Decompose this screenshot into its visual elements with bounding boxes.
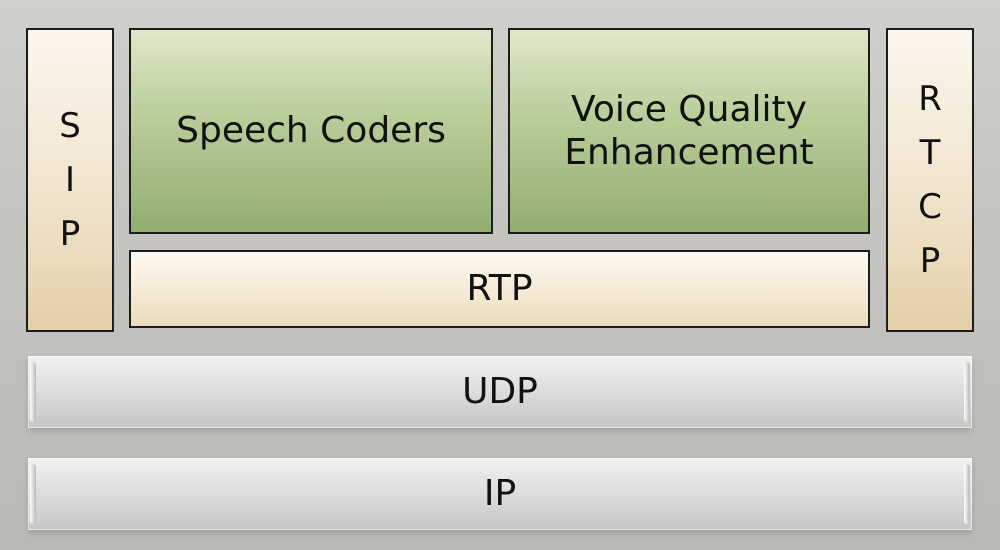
udp-bar: UDP	[28, 356, 972, 428]
rtcp-letter: T	[919, 133, 941, 173]
ip-right-cap	[964, 464, 970, 524]
udp-label: UDP	[462, 371, 538, 413]
speech-coders-block: Speech Coders	[129, 28, 493, 234]
ip-bar: IP	[28, 458, 972, 530]
voice-quality-line: Voice Quality	[571, 88, 807, 130]
rtcp-letter: C	[918, 187, 942, 227]
ip-label: IP	[483, 473, 517, 515]
sip-block: S I P	[26, 28, 114, 332]
rtcp-letter: R	[918, 79, 942, 119]
sip-label: S I P	[59, 99, 81, 261]
enhancement-line: Enhancement	[564, 132, 814, 173]
rtcp-block: R T C P	[886, 28, 974, 332]
ip-left-cap	[30, 464, 36, 524]
voice-quality-enhancement-block: Voice Quality Enhancement	[508, 28, 870, 234]
rtp-block: RTP	[129, 250, 870, 328]
udp-right-cap	[964, 362, 970, 422]
speech-coders-label: Speech Coders	[176, 110, 446, 152]
rtp-label: RTP	[466, 268, 533, 310]
rtcp-letter: P	[919, 241, 941, 281]
udp-left-cap	[30, 362, 36, 422]
voice-quality-enhancement-label: Voice Quality Enhancement	[564, 88, 813, 174]
sip-letter: I	[64, 160, 76, 200]
rtcp-label: R T C P	[918, 72, 942, 288]
sip-letter: P	[59, 214, 81, 254]
sip-letter: S	[59, 106, 81, 146]
